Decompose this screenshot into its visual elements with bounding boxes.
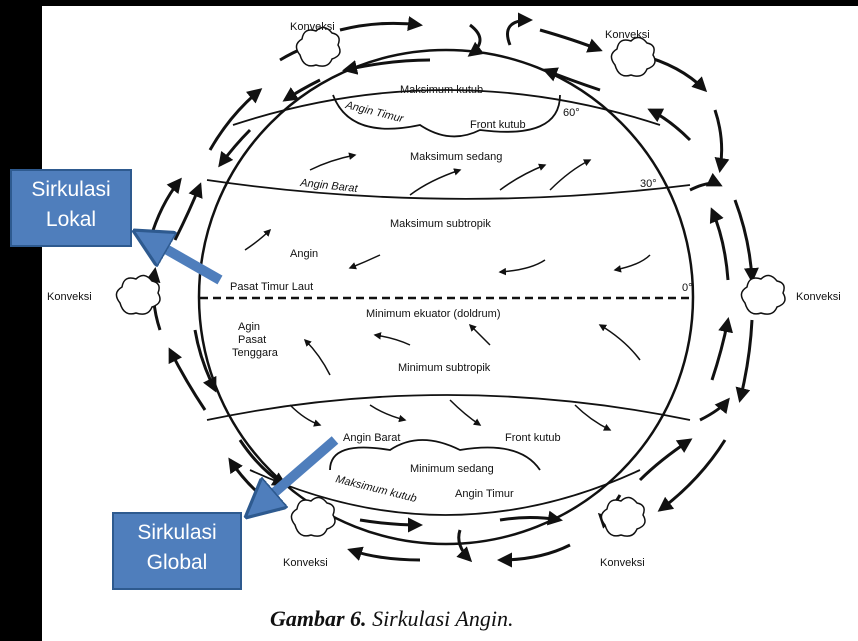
label-minimum-subtropik: Minimum subtropik (398, 362, 491, 374)
globe-outline (197, 48, 695, 546)
latitude-30n (206, 179, 691, 200)
label-konveksi-sw: Konveksi (283, 557, 328, 569)
label-agin: Agin (238, 321, 260, 333)
label-maksimum-subtropik: Maksimum subtropik (390, 218, 491, 230)
label-angin-timur-n: Angin Timur (343, 99, 406, 126)
label-maksimum-sedang-n: Maksimum sedang (410, 151, 502, 163)
convection-cloud-icon (115, 26, 786, 537)
label-30: 30° (640, 178, 657, 190)
inner-wind-arrows (244, 152, 651, 431)
callout-lokal-line2: Lokal (45, 208, 97, 231)
callout-sirkulasi-global: Sirkulasi Global (112, 512, 242, 590)
label-minimum-sedang-s: Minimum sedang (410, 463, 494, 475)
south-polar-front (329, 439, 541, 471)
label-angin-barat-s: Angin Barat (343, 432, 400, 444)
label-konveksi-w: Konveksi (47, 291, 92, 303)
label-0: 0° (682, 282, 693, 294)
latitude-60n (232, 89, 661, 126)
callout-lokal-line1: Sirkulasi (31, 178, 111, 201)
label-konveksi-e: Konveksi (796, 291, 841, 303)
label-pasat-timur-laut: Pasat Timur Laut (230, 281, 313, 293)
label-maksimum-kutub-s: Maksimum kutub (334, 473, 418, 505)
label-minimum-ekuator: Minimum ekuator (doldrum) (366, 308, 500, 320)
label-front-kutub-s: Front kutub (505, 432, 561, 444)
label-pasat: Pasat (238, 334, 266, 346)
label-front-kutub-n: Front kutub (470, 119, 526, 131)
caption-figure-number: Gambar 6. (270, 606, 367, 631)
label-tenggara: Tenggara (232, 347, 279, 359)
north-polar-front (332, 94, 561, 138)
top-border (0, 0, 858, 6)
label-angin: Angin (290, 248, 318, 260)
latitude-60s (249, 469, 641, 516)
caption-title: Sirkulasi Angin. (372, 606, 514, 631)
left-border (0, 0, 42, 641)
callout-global-line1: Sirkulasi (137, 521, 217, 544)
label-konveksi-se: Konveksi (600, 557, 645, 569)
label-60: 60° (563, 107, 580, 119)
latitude-30s (206, 394, 691, 421)
label-konveksi-nw: Konveksi (290, 21, 335, 33)
figure-caption: Gambar 6. Sirkulasi Angin. (270, 606, 690, 632)
callout-global-line2: Global (146, 551, 208, 574)
label-konveksi-ne: Konveksi (605, 29, 650, 41)
callout-sirkulasi-lokal: Sirkulasi Lokal (10, 169, 132, 247)
label-angin-timur-s: Angin Timur (455, 488, 514, 500)
label-maksimum-kutub-n: Maksimum kutub (400, 84, 483, 96)
callout-global-arrow (260, 436, 339, 505)
callout-lokal-arrow (150, 240, 223, 285)
